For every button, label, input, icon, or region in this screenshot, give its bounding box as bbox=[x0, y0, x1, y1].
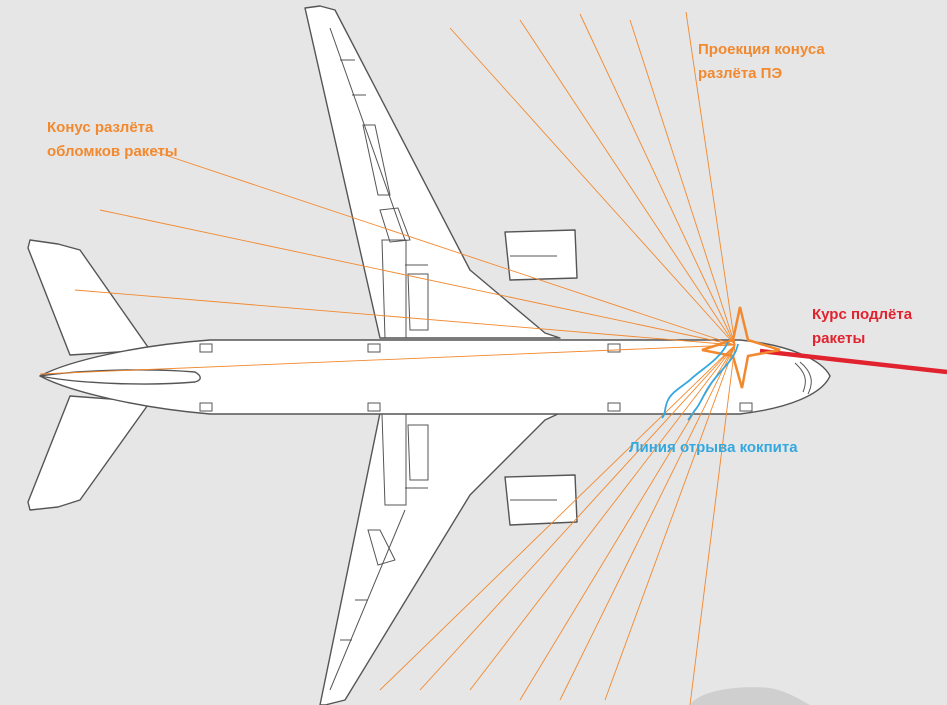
bottom-smudge bbox=[690, 687, 810, 705]
projection-label: Проекция конуса разлёта ПЭ bbox=[698, 38, 825, 86]
debris-cone-label-line1: Конус разлёта bbox=[47, 119, 154, 136]
cockpit-break-label: Линия отрыва кокпита bbox=[629, 439, 798, 456]
cockpit-break-line bbox=[661, 341, 739, 421]
projection-label-line2: разлёта ПЭ bbox=[698, 65, 783, 82]
explosion-star-icon bbox=[701, 306, 781, 389]
debris-cone-label: Конус разлёта обломков ракеты bbox=[47, 116, 178, 164]
aircraft-top-view bbox=[27, 5, 831, 705]
missile-course-line bbox=[759, 348, 947, 375]
upper-wing bbox=[304, 5, 561, 339]
aircraft-details bbox=[199, 27, 812, 691]
debris-cone-label-line2: обломков ракеты bbox=[47, 143, 178, 160]
debris-cone-lines bbox=[39, 11, 736, 705]
lower-stabilizer bbox=[27, 395, 151, 511]
tail-cone bbox=[39, 369, 201, 385]
lower-wing bbox=[319, 412, 561, 705]
upper-engine bbox=[504, 229, 578, 281]
upper-stabilizer bbox=[27, 239, 151, 356]
fuselage bbox=[39, 339, 831, 415]
missile-course-label: Курс подлёта ракеты bbox=[812, 303, 912, 351]
missile-course-label-line2: ракеты bbox=[812, 330, 866, 347]
missile-course-label-line1: Курс подлёта bbox=[812, 306, 913, 323]
projection-label-line1: Проекция конуса bbox=[698, 41, 825, 58]
